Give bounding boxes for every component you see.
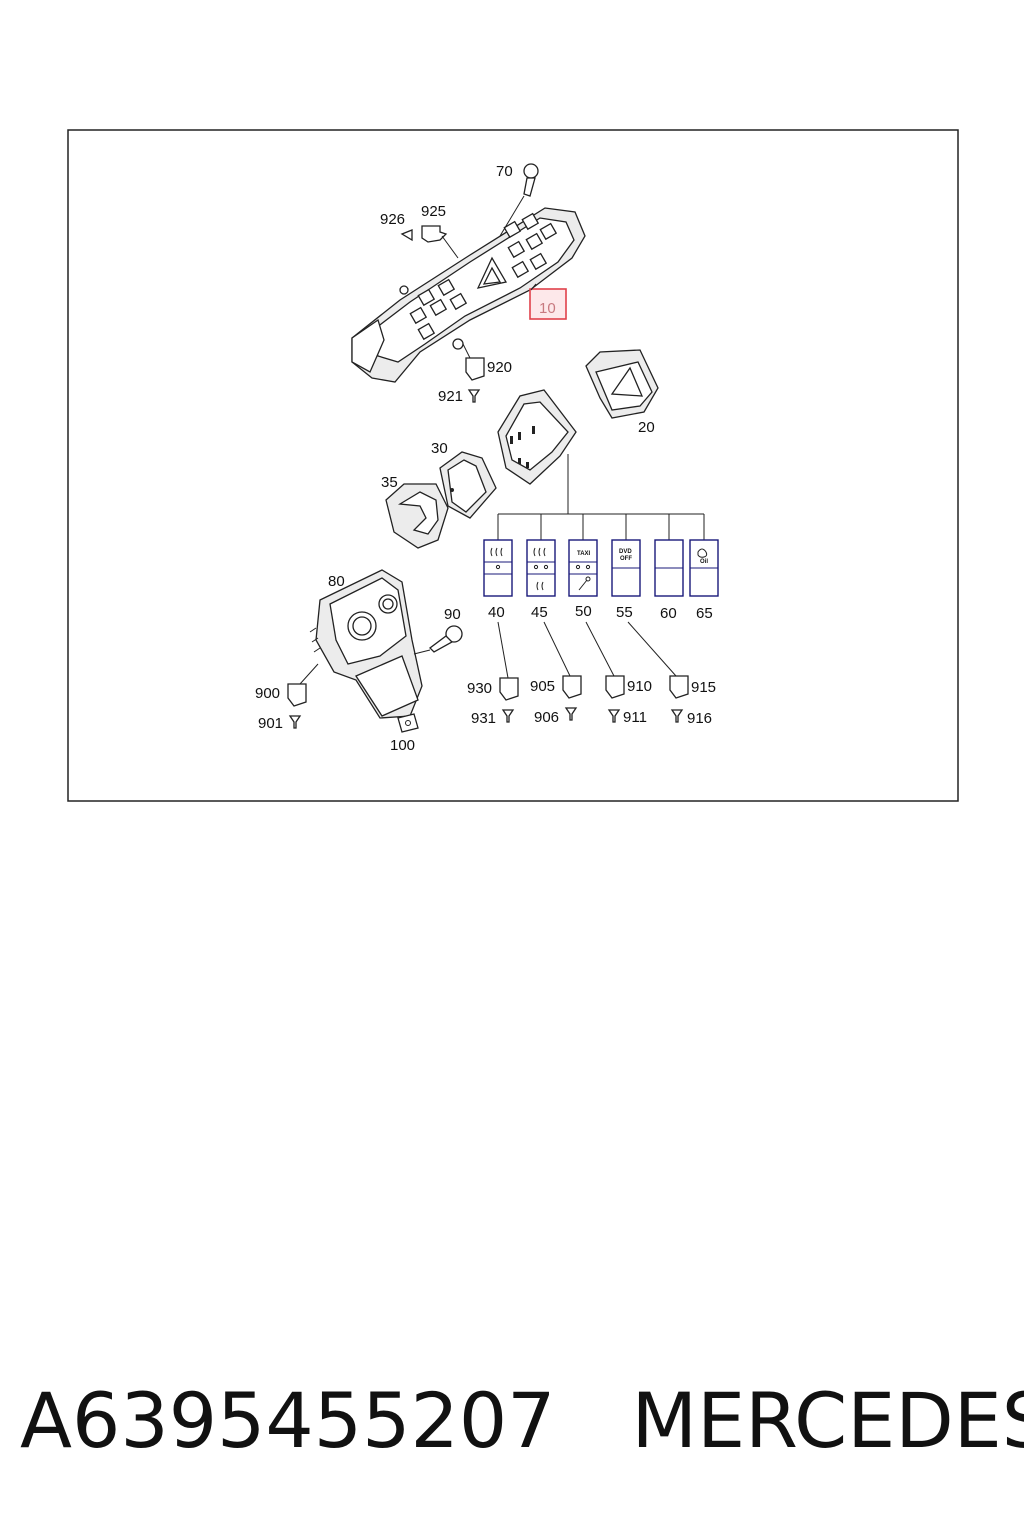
callout-20: 20 xyxy=(638,419,655,436)
clip-920-921 xyxy=(452,338,485,403)
callout-916: 916 xyxy=(687,710,712,727)
switch-50: TAXI xyxy=(568,539,598,597)
callout-100: 100 xyxy=(390,737,415,754)
off-label: OFF xyxy=(620,556,632,562)
callout-925: 925 xyxy=(421,203,446,220)
callout-900: 900 xyxy=(255,685,280,702)
oil-label: Oil xyxy=(700,559,708,565)
callout-30: 30 xyxy=(431,440,448,457)
callout-906: 906 xyxy=(534,709,559,726)
callout-921: 921 xyxy=(438,388,463,405)
callout-55: 55 xyxy=(616,604,633,621)
callout-45: 45 xyxy=(531,604,548,621)
callout-910: 910 xyxy=(627,678,652,695)
callout-60: 60 xyxy=(660,605,677,622)
switch-cap-35 xyxy=(385,483,449,549)
callout-65: 65 xyxy=(696,605,713,622)
switch-panel-assembly xyxy=(351,207,586,383)
clip-900-901 xyxy=(287,663,319,729)
part-number: A6395455207 xyxy=(20,1375,556,1465)
callout-911: 911 xyxy=(623,709,647,726)
switch-45 xyxy=(526,539,556,597)
clip-926-925 xyxy=(400,225,459,259)
switch-cap-30 xyxy=(439,451,497,519)
callout-10: 10 xyxy=(539,300,556,317)
screw-90 xyxy=(413,625,463,655)
callout-930: 930 xyxy=(467,680,492,697)
callout-905: 905 xyxy=(530,678,555,695)
connector-100 xyxy=(397,713,419,733)
callout-926: 926 xyxy=(380,211,405,228)
switch-60 xyxy=(654,539,684,597)
brand-name: MERCEDES xyxy=(631,1375,1024,1465)
callout-10-highlight xyxy=(529,288,567,320)
callout-numbers: 70 926 925 10 920 921 20 30 35 40 45 50 … xyxy=(255,163,716,754)
switch-clip-leaders xyxy=(497,621,677,679)
connector-tree xyxy=(497,454,705,540)
light-switch-housing-80 xyxy=(309,569,423,719)
callout-80: 80 xyxy=(328,573,345,590)
switch-65: Oil xyxy=(689,539,719,597)
callout-35: 35 xyxy=(381,474,398,491)
switch-block-base xyxy=(497,389,577,485)
callout-90: 90 xyxy=(444,606,461,623)
dvd-label: DVD xyxy=(619,549,632,555)
clips-row xyxy=(499,675,689,723)
callout-40: 40 xyxy=(488,604,505,621)
switch-40 xyxy=(483,539,513,597)
callout-915: 915 xyxy=(691,679,716,696)
callout-70: 70 xyxy=(496,163,513,180)
screw-70 xyxy=(499,163,539,237)
switch-55: DVD OFF xyxy=(611,539,641,597)
footer: A6395455207 MERCEDES xyxy=(20,1370,1024,1470)
callout-931: 931 xyxy=(471,710,496,727)
callout-50: 50 xyxy=(575,603,592,620)
callout-901: 901 xyxy=(258,715,283,732)
taxi-label: TAXI xyxy=(577,551,591,557)
hazard-switch-20 xyxy=(585,349,659,419)
callout-920: 920 xyxy=(487,359,512,376)
diagram-frame xyxy=(67,129,959,802)
